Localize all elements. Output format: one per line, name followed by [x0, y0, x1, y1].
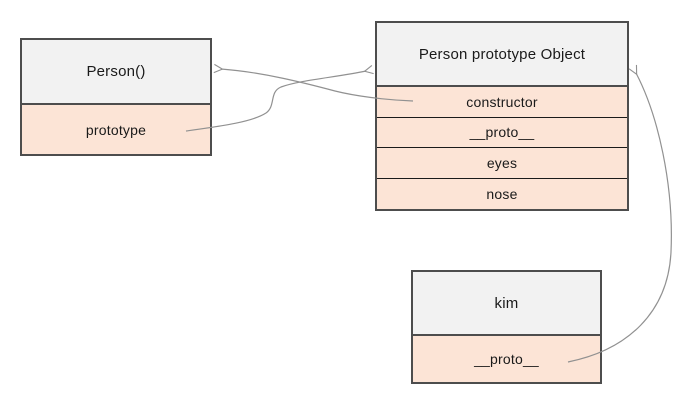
proto-object-row-nose: nose	[377, 178, 627, 209]
proto-object-row-constructor: constructor	[377, 87, 627, 118]
kim-row-proto: __proto__	[413, 336, 600, 382]
kim-object-box-title: kim	[413, 272, 600, 336]
person-function-box-title: Person()	[22, 40, 210, 105]
proto-object-row-proto: __proto__	[377, 117, 627, 148]
person-row-prototype: prototype	[22, 105, 210, 154]
person-prototype-object-box: Person prototype Object constructor __pr…	[375, 21, 629, 211]
proto-object-row-eyes: eyes	[377, 148, 627, 179]
kim-object-box: kim __proto__	[411, 270, 602, 384]
person-function-box: Person() prototype	[20, 38, 212, 156]
arrow-prototype-to-proto-object	[185, 71, 366, 132]
person-prototype-object-box-title: Person prototype Object	[377, 23, 627, 87]
